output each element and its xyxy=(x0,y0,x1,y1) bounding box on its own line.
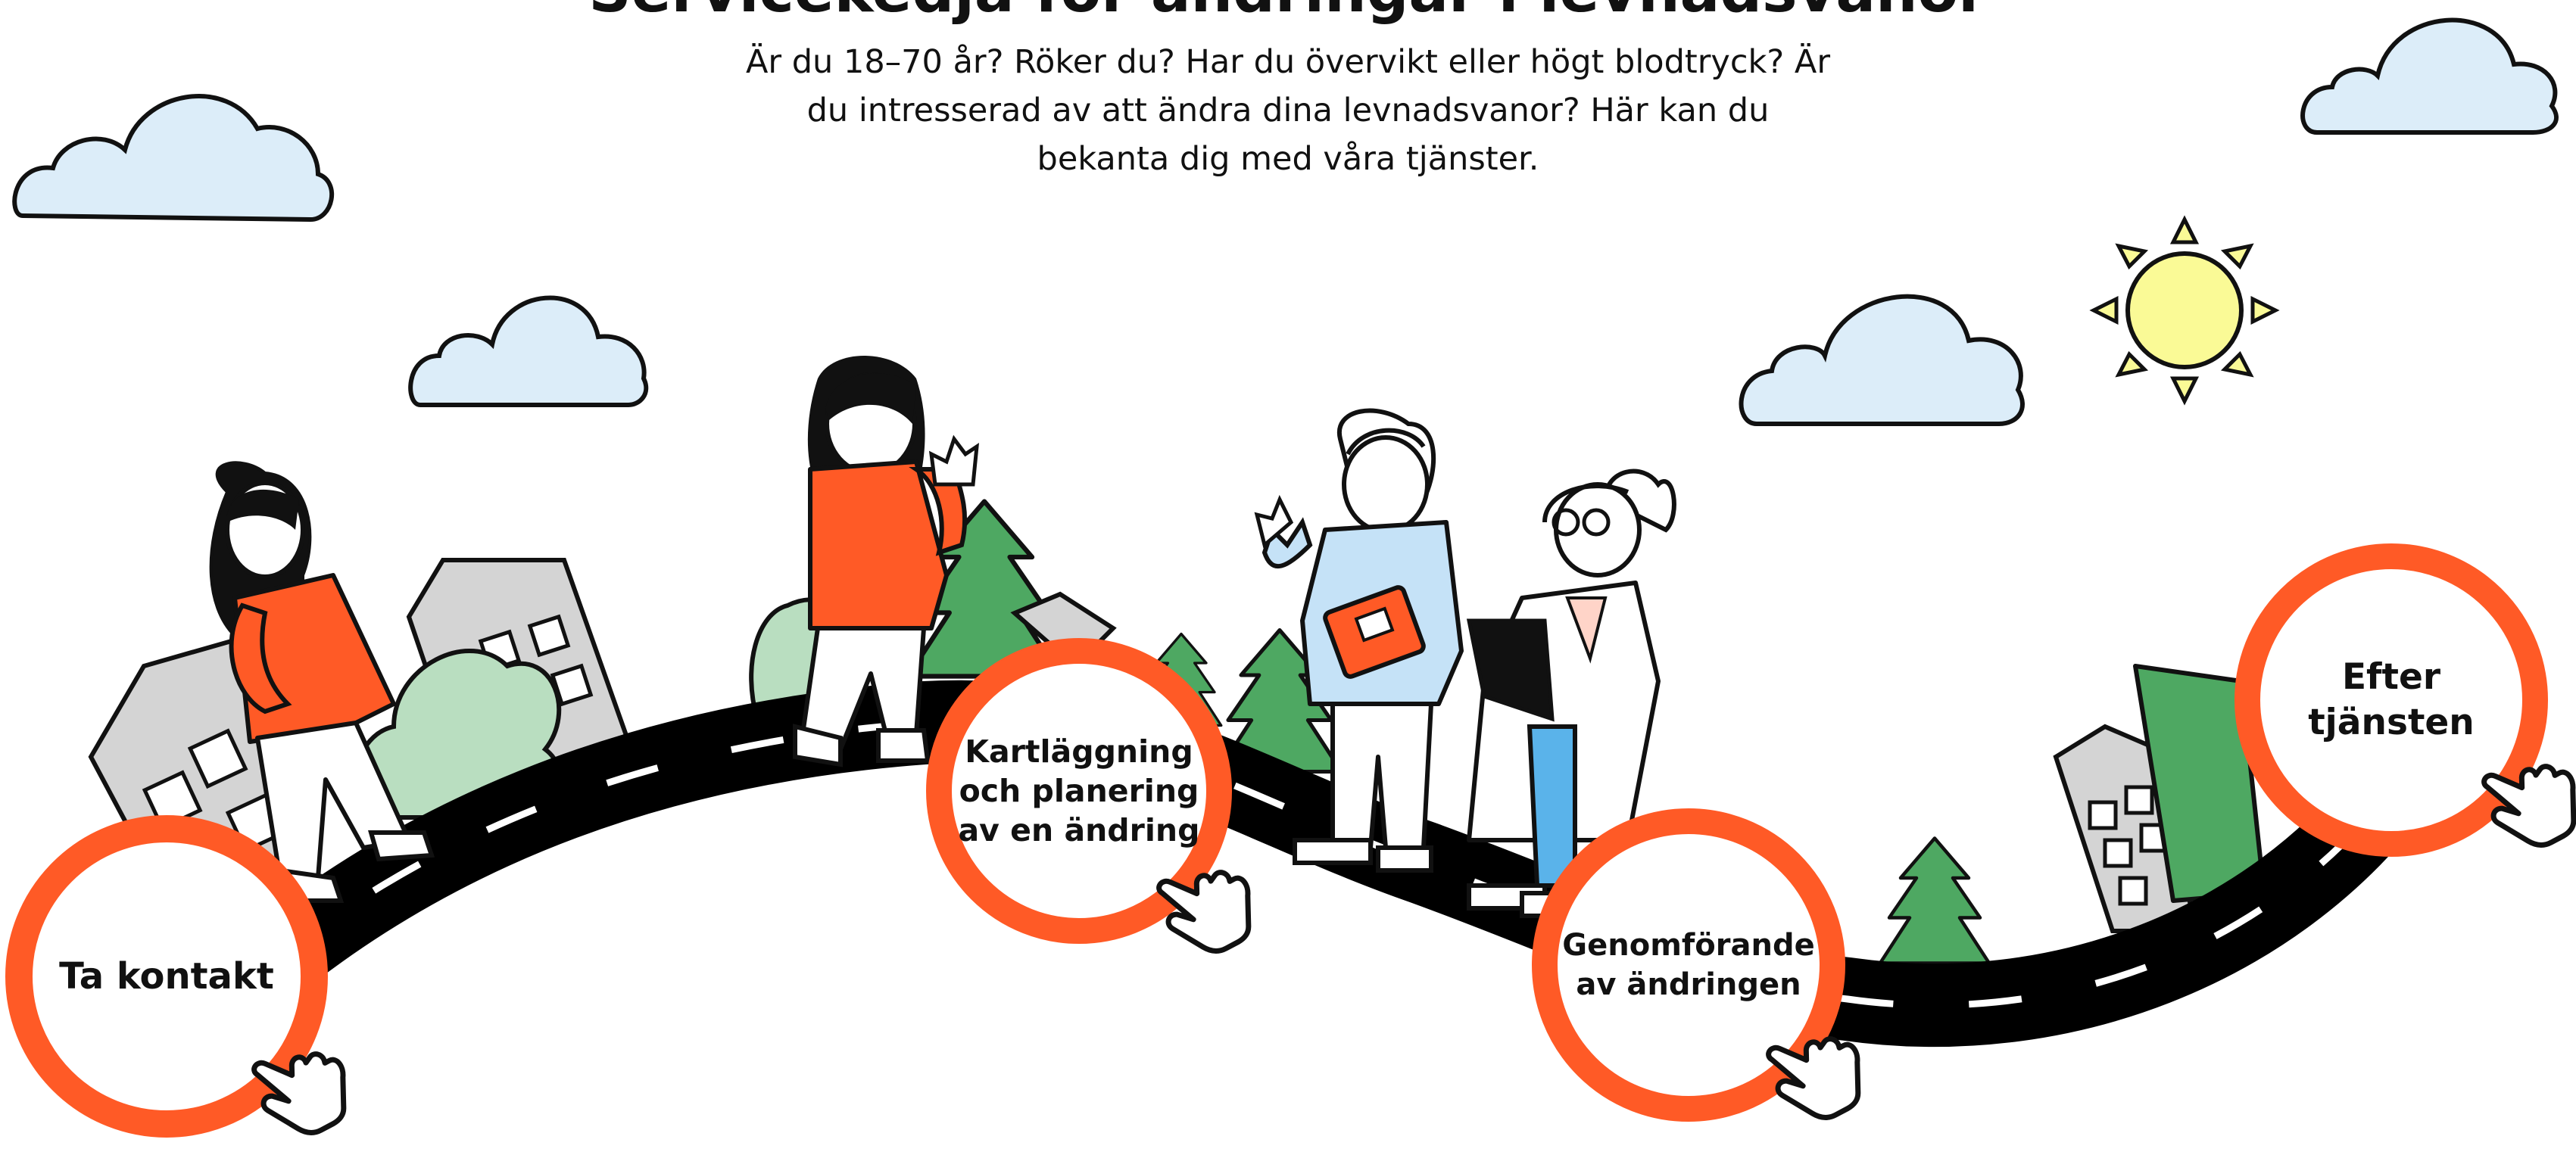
cloud-icon xyxy=(408,295,649,407)
person-girl-waving xyxy=(793,356,980,767)
step-circle-3 xyxy=(1532,808,1845,1122)
step-circle-1 xyxy=(5,815,328,1138)
step-label-line: av ändringen xyxy=(1576,967,1801,1002)
person-man-folder xyxy=(1254,408,1464,873)
step-circle-2 xyxy=(926,638,1232,944)
step-ta-kontakt[interactable]: Ta kontakt xyxy=(45,855,288,1097)
step-efter-tjansten[interactable]: Efter tjänsten xyxy=(2263,571,2520,829)
step-label-line: och planering xyxy=(959,773,1199,809)
intro-line: bekanta dig med våra tjänster. xyxy=(1037,140,1539,178)
step-label-line: Kartläggning xyxy=(965,733,1193,770)
step-circle-4 xyxy=(2235,543,2548,857)
step-genomforande[interactable]: Genomförande av ändringen xyxy=(1560,836,1817,1094)
step-label-line: Ta kontakt xyxy=(59,955,274,998)
cloud-icon xyxy=(12,94,334,223)
cloud-icon xyxy=(2300,17,2559,135)
sun-icon xyxy=(2089,215,2280,406)
step-label-line: Genomförande xyxy=(1562,928,1815,963)
intro-text: Är du 18–70 år? Röker du? Har du övervik… xyxy=(644,38,1932,183)
intro-line: Är du 18–70 år? Röker du? Har du övervik… xyxy=(745,43,1831,81)
cloud-icon xyxy=(1739,294,2025,426)
step-label-line: tjänsten xyxy=(2308,702,2475,743)
person-girl-walking xyxy=(209,461,435,903)
step-kartlaggning[interactable]: Kartläggning och planering av en ändring xyxy=(950,662,1208,920)
page-title: Servicekedja för ändringar i levnadsvano… xyxy=(0,0,2576,26)
step-label-line: av en ändring xyxy=(958,812,1200,848)
tree-icon xyxy=(1880,839,1989,964)
intro-line: du intresserad av att ändra dina levnads… xyxy=(806,92,1770,129)
step-label-line: Efter xyxy=(2341,656,2441,698)
